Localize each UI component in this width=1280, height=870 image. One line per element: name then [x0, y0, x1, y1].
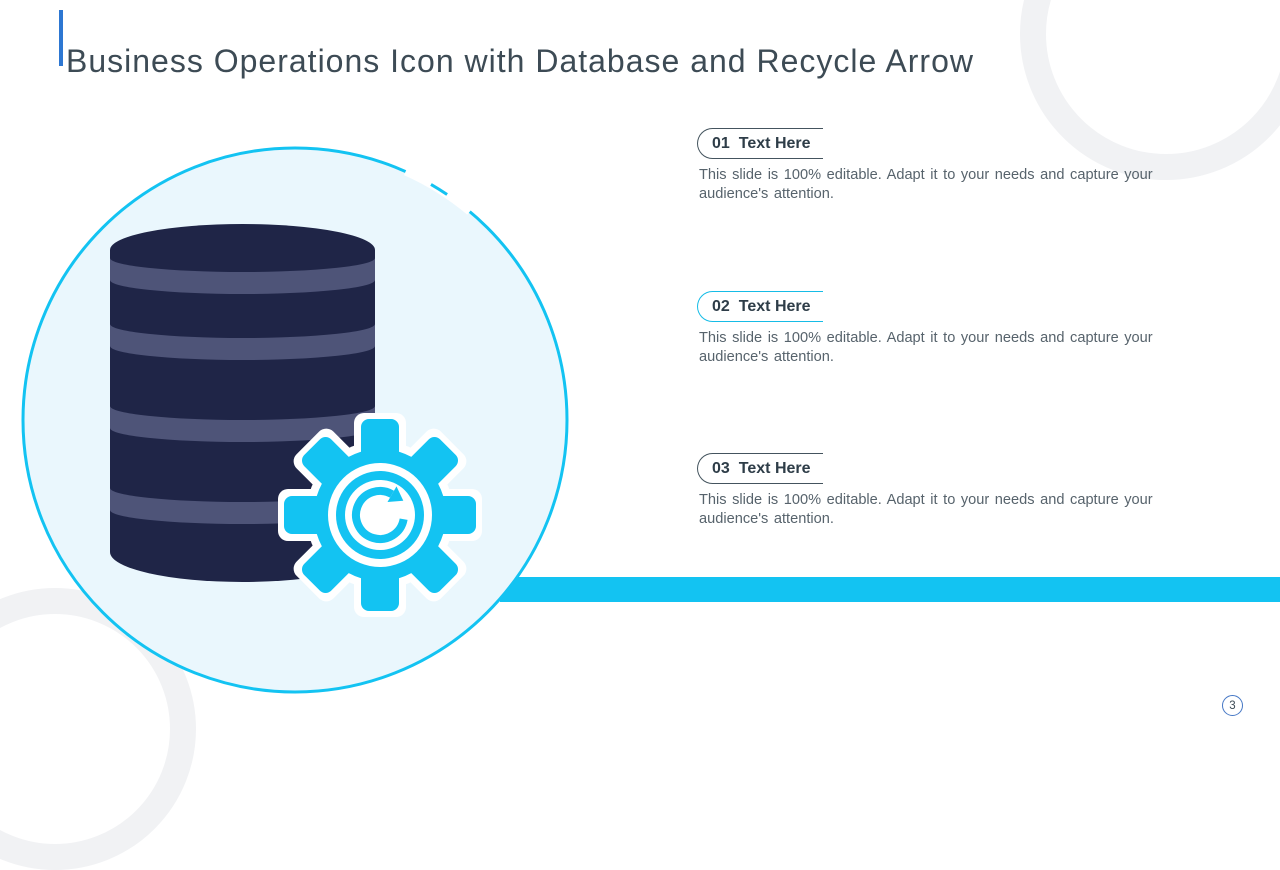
- list-item: 03 Text Here This slide is 100% editable…: [697, 453, 1197, 529]
- gear-icon: [278, 413, 482, 617]
- illustration: [21, 146, 569, 694]
- item-description: This slide is 100% editable. Adapt it to…: [699, 330, 1153, 365]
- item-description: This slide is 100% editable. Adapt it to…: [699, 167, 1153, 202]
- item-label: Text Here: [738, 297, 811, 315]
- item-label-frame: 03 Text Here: [697, 453, 823, 484]
- page-number-badge: 3: [1222, 695, 1243, 716]
- list-item: 02 Text Here This slide is 100% editable…: [697, 291, 1197, 367]
- item-label-frame: 02 Text Here: [697, 291, 823, 322]
- item-number: 03: [712, 459, 730, 477]
- item-number: 01: [712, 134, 730, 152]
- recycle-arrow-icon: [352, 486, 408, 543]
- page-title: Business Operations Icon with Database a…: [66, 43, 974, 80]
- accent-bar: [500, 577, 1280, 602]
- item-number: 02: [712, 297, 730, 315]
- item-description: This slide is 100% editable. Adapt it to…: [699, 492, 1153, 527]
- item-label: Text Here: [738, 134, 811, 152]
- list-item: 01 Text Here This slide is 100% editable…: [697, 128, 1197, 204]
- item-label-frame: 01 Text Here: [697, 128, 823, 159]
- item-label: Text Here: [738, 459, 811, 477]
- title-accent-bar: [59, 10, 63, 66]
